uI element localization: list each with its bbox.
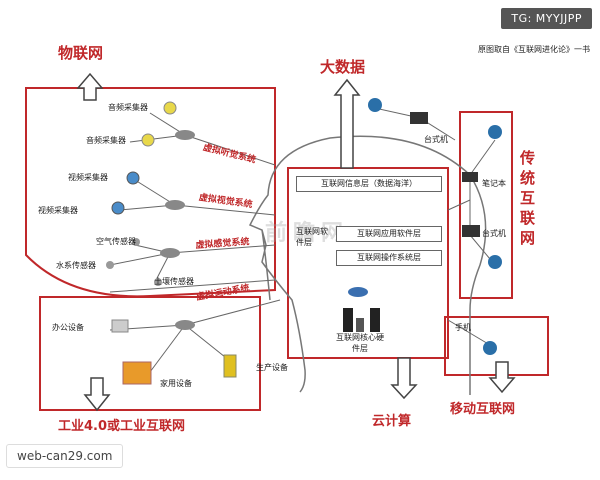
software-layer-label: 互联网软件层	[296, 227, 328, 247]
traditional-internet-title: 传统互联网	[520, 149, 536, 247]
traditional-box	[459, 111, 513, 299]
video-collector-2: 视频采集器	[38, 206, 78, 215]
site-watermark: web-can29.com	[6, 444, 124, 468]
industrial-box	[39, 296, 261, 411]
core-box	[287, 167, 449, 359]
bigdata-up-arrow	[333, 78, 361, 169]
home-equipment-label: 家用设备	[160, 379, 192, 388]
big-data-title: 大数据	[320, 58, 366, 76]
info-layer: 互联网信息层（数据海洋）	[296, 176, 442, 192]
audio-collector-2: 音频采集器	[86, 136, 126, 145]
core-hardware-layer: 互联网核心硬件层	[336, 333, 384, 353]
channel-badge: TG: MYYJJPP	[501, 8, 592, 29]
laptop-label: 笔记本	[482, 179, 506, 188]
phone-label: 手机	[455, 323, 471, 332]
cloud-computing-title: 云计算	[372, 414, 412, 429]
soil-sensor: 土壤传感器	[154, 277, 194, 286]
video-collector-1: 视频采集器	[68, 173, 108, 182]
office-equipment-label: 办公设备	[52, 323, 84, 332]
production-equipment-label: 生产设备	[256, 363, 288, 372]
center-watermark: 前瞻网	[265, 221, 350, 246]
water-sensor: 水系传感器	[56, 261, 96, 270]
cloud-down-arrow	[390, 357, 418, 400]
source-note: 原图取自《互联网进化论》一书	[478, 45, 590, 54]
mobile-down-arrow	[488, 361, 516, 394]
os-layer: 互联网操作系统层	[336, 250, 442, 266]
air-sensor: 空气传感器	[96, 237, 136, 246]
iot-title: 物联网	[58, 44, 104, 62]
audio-collector-1: 音频采集器	[108, 103, 148, 112]
mobile-internet-title: 移动互联网	[450, 402, 516, 417]
industrial-title: 工业4.0或工业互联网	[58, 419, 186, 434]
app-software-layer: 互联网应用软件层	[336, 226, 442, 242]
iot-up-arrow	[76, 72, 104, 101]
industrial-down-arrow	[83, 377, 111, 412]
desktop-2-label: 台式机	[482, 229, 506, 238]
desktop-1-label: 台式机	[424, 135, 448, 144]
